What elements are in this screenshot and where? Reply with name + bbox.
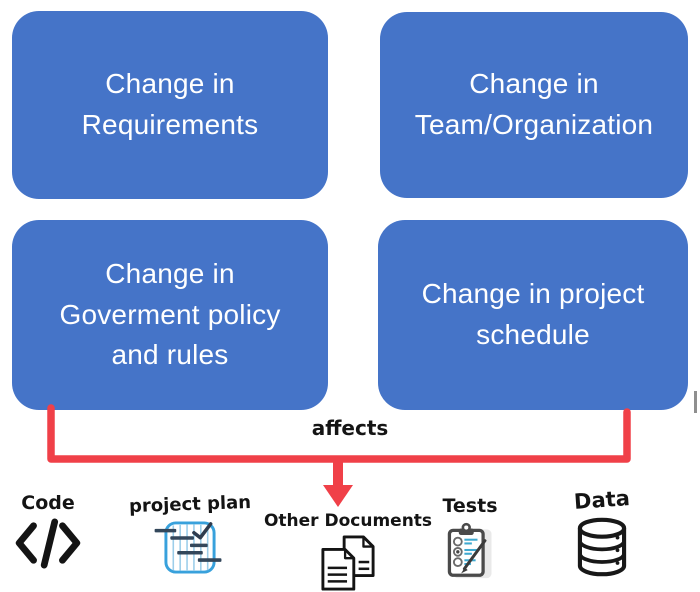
- pencil-icon: [462, 539, 487, 571]
- code-icon: [15, 518, 81, 569]
- artifact-project-plan: project plan: [129, 492, 251, 576]
- artifact-tests: Tests: [426, 495, 514, 579]
- bracket-line: [47, 404, 631, 463]
- pencil-tip: [461, 567, 468, 574]
- artifact-label: Other Documents: [263, 511, 433, 531]
- artifact-label: Tests: [442, 495, 498, 517]
- arrow-head-icon: [323, 485, 353, 507]
- connector-label: affects: [311, 416, 389, 440]
- gantt-bars: [154, 528, 222, 562]
- document-text-lines: [327, 560, 370, 583]
- affects-bracket-arrow: [47, 404, 631, 507]
- artifact-label: Data: [573, 486, 631, 514]
- cause-box-label: Change in Goverment policy and rules: [59, 258, 281, 371]
- documents-icon: [321, 535, 375, 591]
- gantt-chart-icon: [154, 521, 222, 574]
- text-caret-artifact: [694, 391, 697, 413]
- database-dots: [615, 535, 620, 565]
- cause-box-requirements: Change in Requirements: [12, 11, 328, 199]
- cause-box-project-schedule: Change in project schedule: [378, 220, 688, 410]
- cause-box-label: Change in project schedule: [421, 278, 645, 350]
- cause-box-label: Change in Team/Organization: [414, 68, 654, 140]
- artifact-other-documents: Other Documents: [264, 511, 432, 591]
- cause-box-government-policy: Change in Goverment policy and rules: [12, 220, 328, 410]
- artifact-code: Code: [6, 492, 90, 569]
- checkmark-icon: [192, 522, 213, 540]
- cause-box-team-organization: Change in Team/Organization: [380, 12, 688, 198]
- selected-radio-dot: [456, 550, 460, 554]
- gantt-grid-lines: [172, 524, 209, 572]
- artifact-data: Data: [550, 486, 654, 578]
- artifact-label: project plan: [128, 491, 252, 518]
- artifact-label: Code: [21, 492, 75, 514]
- cause-box-label: Change in Requirements: [81, 68, 259, 140]
- database-icon: [577, 517, 627, 577]
- clipboard-checklist-icon: [447, 522, 492, 579]
